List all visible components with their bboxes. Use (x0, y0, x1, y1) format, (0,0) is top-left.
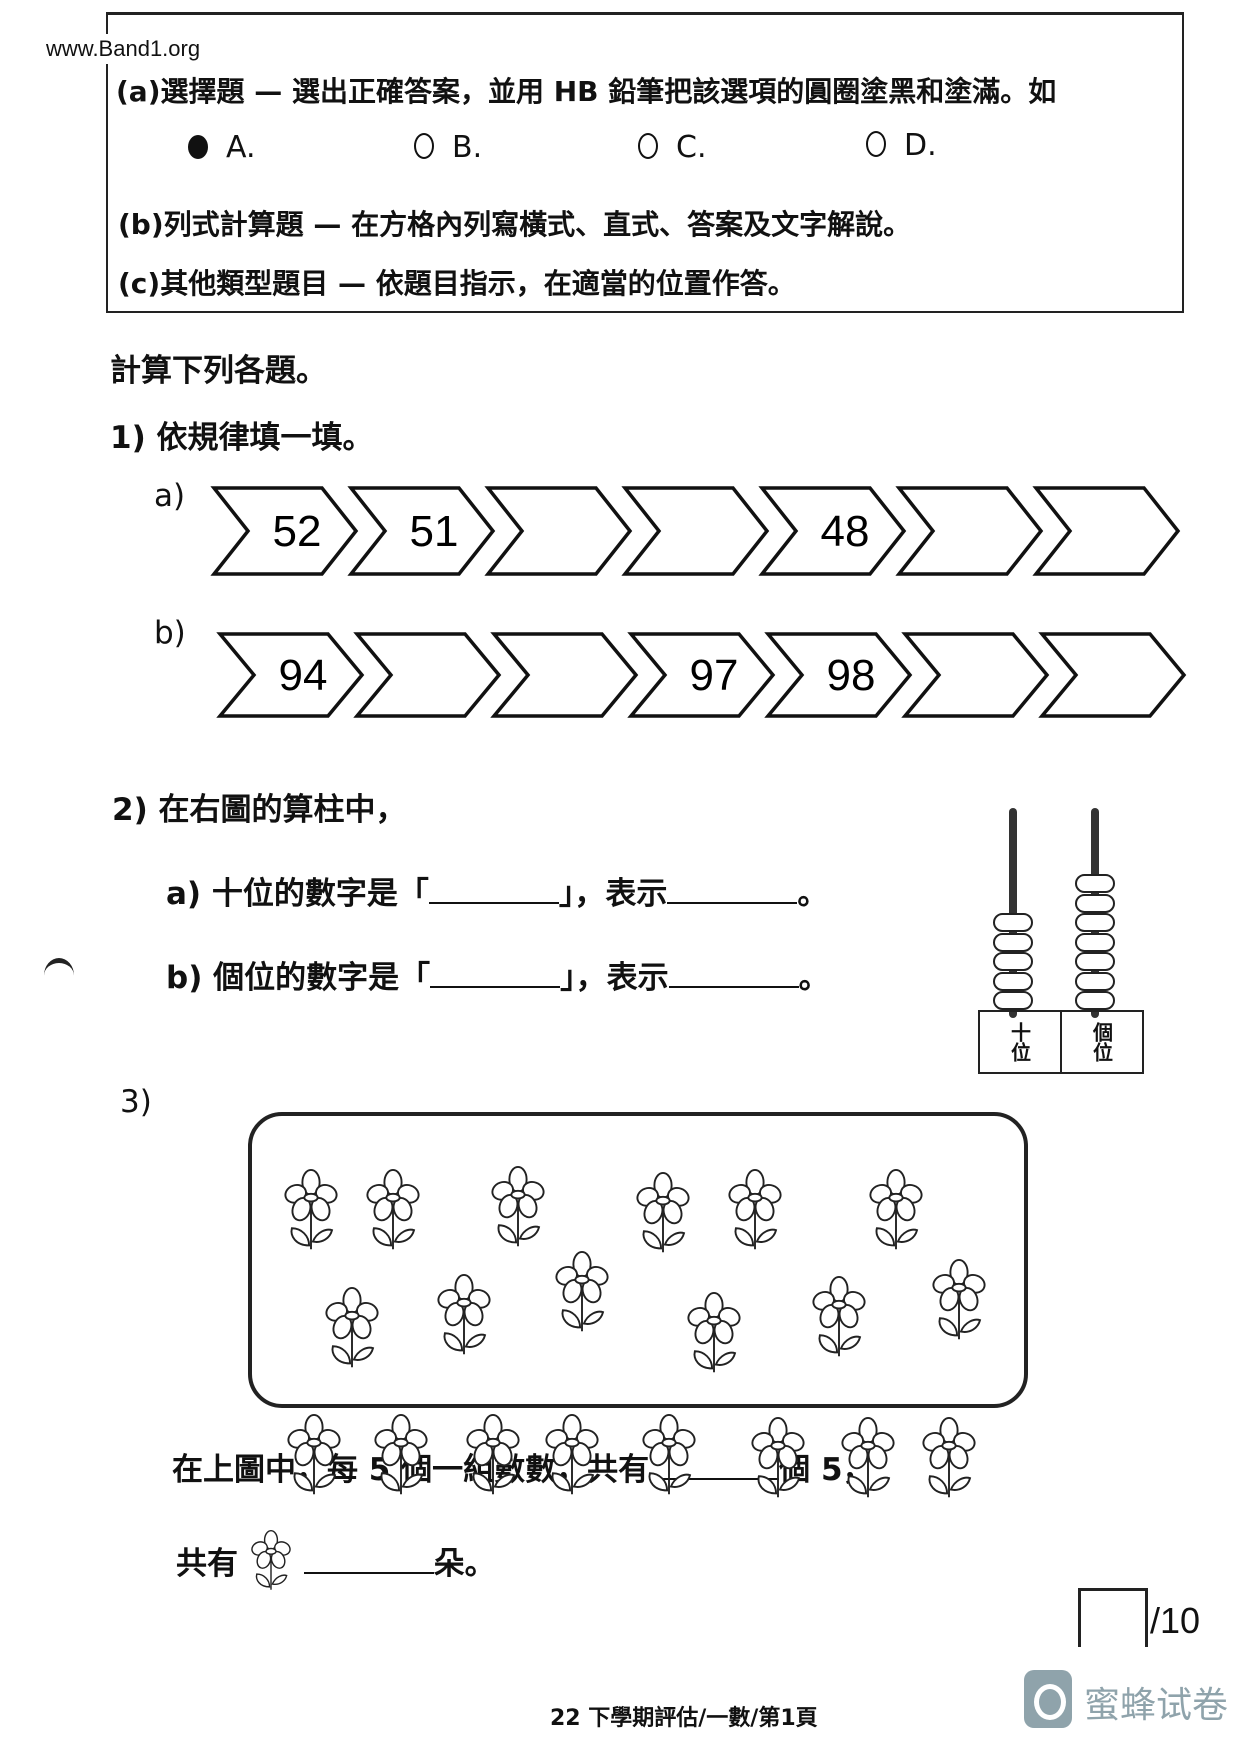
sequence-cell[interactable] (353, 632, 502, 718)
sequence-cell[interactable] (1038, 632, 1187, 718)
tens-bead (993, 971, 1033, 991)
tens-bead (993, 952, 1033, 971)
flower (748, 1417, 808, 1503)
sequence-cell (758, 486, 907, 576)
sequence-value: 48 (821, 507, 870, 556)
filled-circle-icon (188, 135, 208, 159)
flower-total-blank[interactable] (303, 1546, 434, 1574)
sequence-cell[interactable] (490, 632, 639, 718)
instructions-box (106, 12, 1184, 313)
score-box[interactable] (1078, 1588, 1148, 1647)
option-a: A. (188, 130, 256, 165)
tens-label: 十位 (980, 1012, 1062, 1072)
tens-digit-blank[interactable] (428, 876, 559, 904)
flower (639, 1414, 699, 1500)
sequence-cell[interactable] (901, 632, 1050, 718)
sequence-cell (764, 632, 913, 718)
ones-bead (1075, 971, 1115, 991)
ones-bead (1075, 932, 1115, 952)
instruction-b: (b)列式計算題 — 在方格內列寫橫式、直式、答案及文字解說。 (118, 208, 912, 241)
page-footer: 22 下學期評估/一數/第1頁 (550, 1706, 818, 1731)
flower (929, 1259, 989, 1345)
tens-bead (993, 932, 1033, 952)
sequence-cell[interactable] (484, 486, 633, 576)
ones-digit-blank[interactable] (430, 960, 561, 988)
ones-label: 個位 (1089, 1022, 1114, 1062)
ones-bead (1075, 874, 1115, 893)
sequence-cell (210, 486, 359, 576)
q2-a-line: a) 十位的數字是「」，表示。 (166, 876, 829, 912)
option-d: D. (866, 128, 937, 163)
sequence-cell (216, 632, 365, 718)
sequence-cell[interactable] (895, 486, 1044, 576)
ones-bead (1075, 991, 1115, 1010)
watermark-top: www.Band1.org (40, 34, 207, 64)
groups-of-five-blank[interactable] (649, 1452, 780, 1480)
option-c: C. (638, 130, 706, 165)
sequence-row-b: 94 97 98 (216, 632, 1187, 718)
q2-title: 2) 在右圖的算柱中， (112, 792, 407, 828)
flower (809, 1276, 869, 1362)
flower (684, 1292, 744, 1378)
score-total: /10 (1150, 1600, 1201, 1641)
flower (463, 1414, 523, 1500)
tens-bead (993, 913, 1033, 932)
sequence-row-a: 52 51 48 (210, 486, 1181, 576)
flower (542, 1414, 602, 1500)
abacus-base: 十位 個位 (978, 1010, 1144, 1074)
flower (322, 1287, 382, 1373)
empty-circle-icon (414, 133, 434, 159)
flower (284, 1414, 344, 1500)
ones-bead (1075, 893, 1115, 913)
flower (919, 1417, 979, 1503)
sequence-value: 94 (279, 651, 328, 700)
watermark-bottom: 蜜蜂试卷 (1084, 1685, 1229, 1726)
tens-bead (993, 991, 1033, 1010)
sequence-value: 97 (690, 651, 739, 700)
flower (371, 1414, 431, 1500)
flower (866, 1169, 926, 1255)
ones-value-blank[interactable] (668, 960, 799, 988)
instruction-c: (c)其他類型題目 — 依題目指示，在適當的位置作答。 (118, 267, 796, 300)
ones-bead (1075, 952, 1115, 971)
flower (725, 1169, 785, 1255)
sequence-value: 51 (410, 507, 459, 556)
sequence-cell[interactable] (621, 486, 770, 576)
sequence-cell[interactable] (1032, 486, 1181, 576)
flower (363, 1169, 423, 1255)
flower (434, 1274, 494, 1360)
option-b: B. (414, 130, 482, 165)
flower-icon (249, 1530, 293, 1594)
flower-box (248, 1112, 1028, 1408)
sequence-cell (347, 486, 496, 576)
abacus: 十位 個位 (970, 800, 1150, 1080)
q1-b-label: b) (154, 615, 186, 651)
q3-title: 3) (120, 1084, 152, 1120)
watermark-logo-icon (1024, 1670, 1072, 1728)
instruction-a: (a)選擇題 — 選出正確答案，並用 HB 鉛筆把該選項的圓圈塗黑和塗滿。如 (116, 75, 1057, 108)
sequence-cell (627, 632, 776, 718)
q1-title: 1) 依規律填一填。 (110, 420, 374, 456)
margin-mark (44, 958, 74, 993)
flower (633, 1172, 693, 1258)
sequence-value: 98 (827, 651, 876, 700)
q1-a-label: a) (154, 478, 186, 514)
sequence-value: 52 (273, 507, 322, 556)
section-title: 計算下列各題。 (110, 353, 327, 389)
flower (488, 1166, 548, 1252)
ones-bead (1075, 913, 1115, 932)
flower (838, 1417, 898, 1503)
empty-circle-icon (866, 131, 886, 157)
tens-value-blank[interactable] (667, 876, 798, 904)
flower (281, 1169, 341, 1255)
empty-circle-icon (638, 133, 658, 159)
q3-line2: 共有 朵。 (176, 1530, 496, 1594)
flower (552, 1251, 612, 1337)
q2-b-line: b) 個位的數字是「」，表示。 (166, 960, 830, 996)
